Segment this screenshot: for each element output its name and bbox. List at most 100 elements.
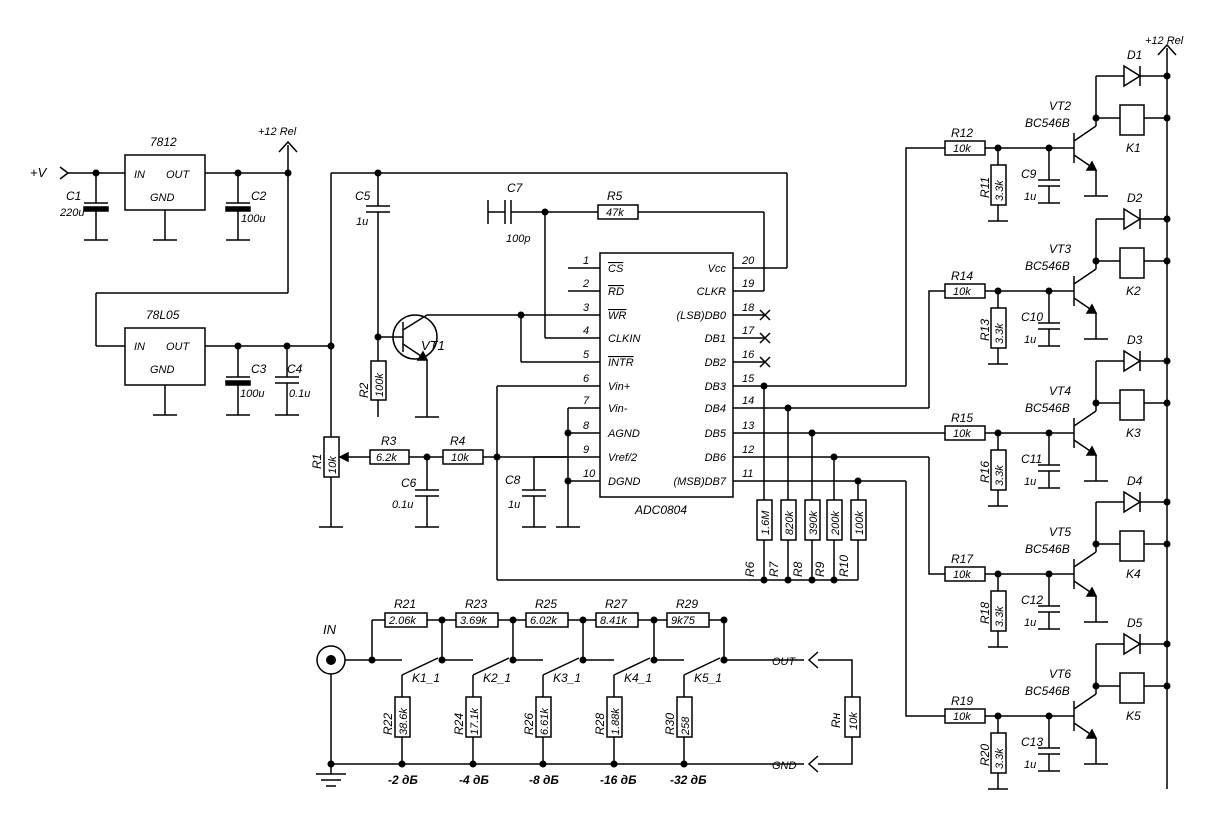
switch-name: K5_1 (694, 671, 722, 685)
ladder-value: 1.6M (760, 510, 772, 535)
adc-pin-number: 20 (741, 255, 755, 267)
reg1-out: OUT (166, 169, 191, 181)
adc-pin-label: Vin- (608, 403, 628, 415)
diode-triangle (1123, 490, 1142, 514)
c4-name: C4 (287, 362, 303, 376)
r3-name: R3 (381, 434, 397, 448)
driver-base-name: R11 (978, 177, 992, 198)
reg2-name: 78L05 (146, 308, 180, 322)
ladder-name: R9 (813, 561, 827, 577)
stage-db: -4 дБ (459, 773, 489, 787)
emitter-arrow (1085, 160, 1098, 171)
driver-relay-name: K3 (1126, 426, 1141, 440)
adc-pin-number: 19 (742, 278, 754, 290)
r2-value: 100k (374, 373, 386, 397)
adc-pin-label: DB4 (705, 403, 726, 415)
shunt-value: 6.61k (539, 708, 551, 735)
adc-pin-number: 4 (583, 325, 589, 337)
driver-base-value: 3.3k (994, 323, 1006, 344)
driver-relay-name: K4 (1126, 567, 1141, 581)
driver-transistor-name: VT3 (1049, 242, 1071, 256)
driver-cap-name: C12 (1021, 593, 1043, 607)
driver-series-value: 10k (953, 143, 971, 155)
adc-pin-label: INTR (608, 357, 634, 369)
shunt-name: R24 (452, 713, 466, 735)
adc-pin-label: DB2 (705, 357, 726, 369)
diode-triangle (1123, 349, 1142, 373)
vt1-name: VT1 (421, 338, 445, 353)
c5-value: 1u (356, 216, 368, 228)
in-label: IN (323, 622, 337, 637)
switch-name: K4_1 (624, 671, 652, 685)
ladder-value: 820k (784, 511, 796, 535)
adc0804: ADC0804 1CS2RD3WR4CLKIN5INTR6Vin+7Vin-8A… (487, 181, 945, 584)
c5-name: C5 (355, 189, 371, 203)
c7-name: C7 (507, 181, 524, 195)
adc-pin-number: 15 (742, 373, 755, 385)
diode-triangle (1123, 64, 1142, 88)
c2-value: 100u (241, 213, 265, 225)
junction-dot (1163, 114, 1171, 122)
adc-pin-label: (LSB)DB0 (676, 310, 726, 322)
switch-name: K3_1 (553, 671, 581, 685)
emitter-arrow (1085, 586, 1098, 597)
c8-name: C8 (505, 473, 521, 487)
ladder-name: R8 (791, 561, 805, 577)
switch-name: K2_1 (483, 671, 511, 685)
driver-base-value: 3.3k (994, 465, 1006, 486)
junction-dot (1163, 72, 1171, 80)
gnd-label: GND (772, 760, 797, 772)
driver-diode-name: D4 (1127, 474, 1143, 488)
series-value: 9k75 (671, 615, 696, 627)
c1-name: C1 (66, 189, 81, 203)
emitter-arrow (1085, 445, 1098, 456)
driver-diode-name: D3 (1127, 333, 1143, 347)
out-label: OUT (772, 656, 797, 668)
rel-right-label: +12 Rel (1145, 35, 1184, 47)
adc-pin-label: CS (608, 263, 624, 275)
r4-value: 10k (451, 452, 469, 464)
power-supply: +V C1 220u 7812 IN OUT GND C2 100u + (30, 126, 335, 416)
driver-cap-name: C11 (1021, 452, 1042, 466)
stage-db: -32 дБ (670, 773, 707, 787)
r1-value: 10k (327, 456, 339, 474)
driver-transistor-model: BC546B (1025, 542, 1070, 556)
transistor-collector (1073, 693, 1097, 710)
adc-pin-label: AGND (607, 428, 640, 440)
driver-series-name: R17 (951, 552, 974, 566)
driver-diode-name: D5 (1127, 616, 1143, 630)
emitter-arrow (1085, 728, 1098, 739)
series-name: R27 (605, 597, 628, 611)
r5-value: 47k (606, 207, 624, 219)
junction-dot (1163, 215, 1171, 223)
ladder-name: R10 (837, 555, 851, 577)
shunt-name: R28 (593, 713, 607, 735)
vt1-body (392, 314, 438, 360)
junction-dot (1163, 498, 1171, 506)
vcc-rail: C5 1u 100k R2 VT1 10k R1 6.2k R3 (310, 169, 858, 581)
junction-dot (469, 760, 477, 768)
diode-triangle (1123, 632, 1142, 656)
switch-blade (542, 657, 580, 676)
adc-pin-number: 3 (583, 302, 590, 314)
reg2-gnd: GND (150, 364, 175, 376)
series-value: 6.02k (530, 615, 557, 627)
switch-blade (683, 657, 721, 676)
adc-pin-number: 10 (583, 468, 596, 480)
series-value: 8.41k (600, 615, 627, 627)
driver-series-name: R12 (951, 126, 973, 140)
shunt-name: R30 (663, 713, 677, 735)
c3-name: C3 (251, 362, 267, 376)
adc-pin-label: DB1 (705, 333, 726, 345)
adc-pin-number: 2 (582, 278, 589, 290)
driver-diode-name: D2 (1127, 191, 1143, 205)
transistor-collector (1073, 551, 1097, 568)
junction-dot (1163, 357, 1171, 365)
driver-base-value: 3.3k (994, 748, 1006, 769)
rel-top-label: +12 Rel (258, 126, 297, 138)
driver-series-name: R19 (951, 694, 973, 708)
driver-transistor-model: BC546B (1025, 259, 1070, 273)
relay-drivers: +12 Rel 10kR123.3kR11C91uVT2BC546BD1K110… (905, 35, 1184, 790)
adc-pin-number: 17 (742, 325, 755, 337)
adc-pin-label: Vref/2 (608, 452, 637, 464)
